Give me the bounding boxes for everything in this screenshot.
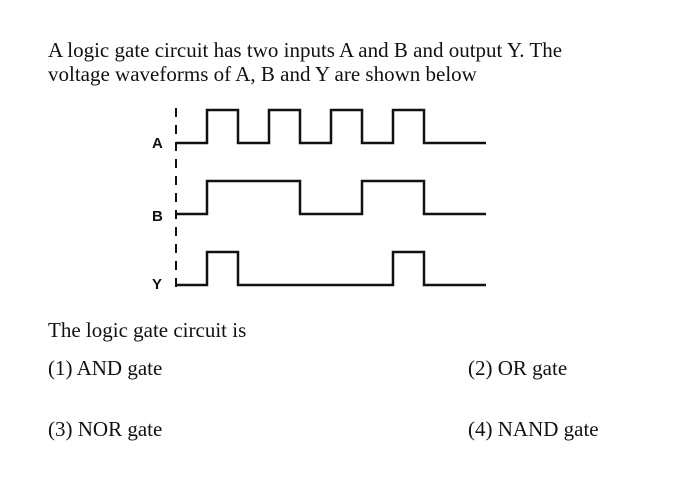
wave-label-a: A: [152, 135, 163, 152]
question-prompt: The logic gate circuit is: [48, 318, 247, 342]
waveform-y: [176, 250, 486, 287]
question-text: A logic gate circuit has two inputs A an…: [48, 38, 668, 86]
question-line-2: voltage waveforms of A, B and Y are show…: [48, 62, 477, 86]
option-and-gate[interactable]: (1) AND gate: [48, 356, 163, 380]
option-or-gate[interactable]: (2) OR gate: [468, 356, 568, 380]
wave-label-y: Y: [152, 276, 162, 293]
waveform-a: [176, 108, 486, 145]
waveform-b: [176, 179, 486, 216]
option-nand-gate[interactable]: (4) NAND gate: [468, 417, 599, 441]
option-nor-gate[interactable]: (3) NOR gate: [48, 417, 163, 441]
waveform-diagram: A B Y: [152, 108, 486, 293]
wave-label-b: B: [152, 208, 163, 225]
question-line-1: A logic gate circuit has two inputs A an…: [48, 38, 563, 62]
